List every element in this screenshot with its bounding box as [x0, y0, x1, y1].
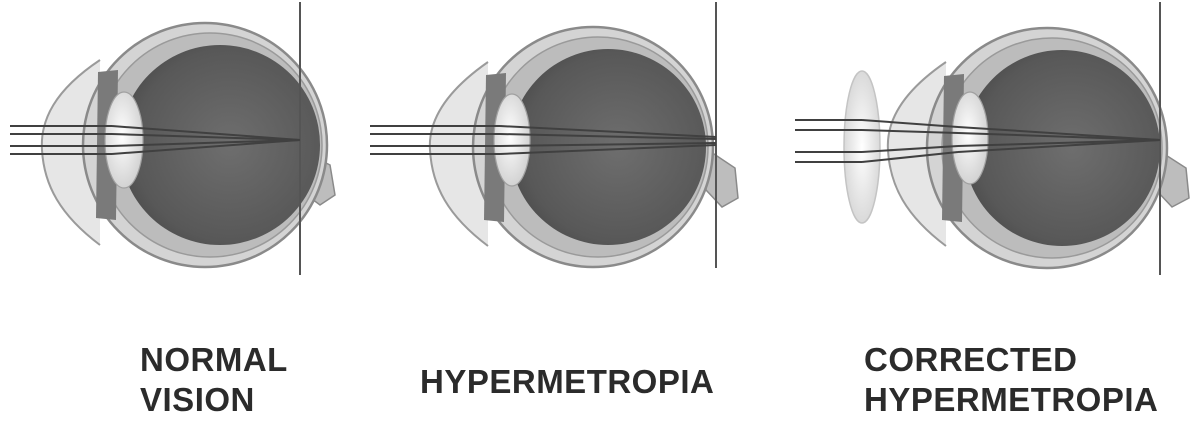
eye-normal-vision — [10, 2, 335, 275]
caption-corrected-hypermetropia: CORRECTED HYPERMETROPIA — [864, 340, 1158, 420]
crystalline-lens — [105, 92, 143, 188]
crystalline-lens — [494, 94, 530, 186]
eye-hypermetropia — [370, 2, 738, 268]
caption-line: VISION — [140, 380, 288, 420]
caption-line: CORRECTED — [864, 340, 1158, 380]
caption-line: HYPERMETROPIA — [864, 380, 1158, 420]
convex-corrective-lens — [844, 71, 880, 223]
caption-hypermetropia: HYPERMETROPIA — [420, 362, 714, 402]
vitreous-body — [964, 50, 1160, 246]
caption-line: HYPERMETROPIA — [420, 362, 714, 402]
crystalline-lens — [952, 92, 988, 184]
eye-corrected-hypermetropia — [795, 2, 1189, 275]
caption-line: NORMAL — [140, 340, 288, 380]
caption-normal-vision: NORMAL VISION — [140, 340, 288, 420]
